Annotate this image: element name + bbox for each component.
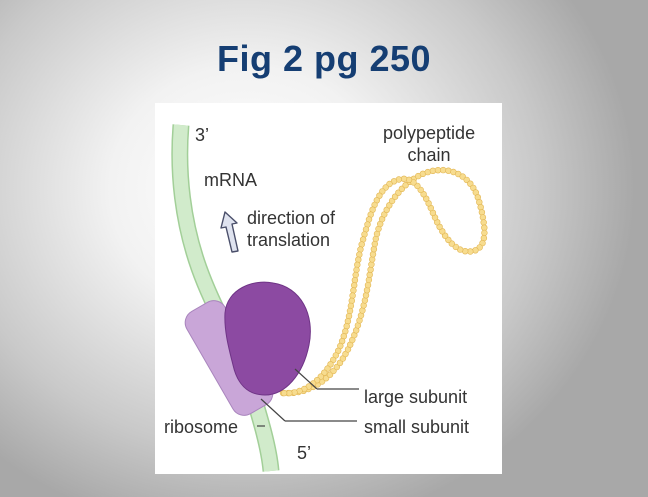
polypeptide-bead [478, 209, 486, 216]
polypeptide-bead [280, 389, 288, 397]
direction-arrow-icon [220, 211, 239, 253]
polypeptide-bead [481, 229, 488, 237]
polypeptide-bead [333, 363, 341, 371]
polypeptide-bead [371, 240, 379, 248]
leader-line-small-subunit [260, 398, 286, 422]
label-small-subunit: small subunit [364, 417, 470, 437]
polypeptide-chain [279, 166, 488, 397]
polypeptide-bead [440, 166, 447, 174]
polypeptide-bead [361, 297, 369, 304]
polypeptide-bead [370, 246, 378, 253]
polypeptide-bead [480, 219, 487, 226]
large-subunit [224, 281, 311, 396]
polypeptide-bead [345, 312, 353, 320]
polypeptide-bead [356, 251, 363, 258]
label-large-subunit: large subunit [364, 387, 468, 407]
leader-line-large-subunit [294, 368, 318, 390]
polypeptide-bead [346, 307, 354, 315]
label-ribosome: ribosome [164, 417, 239, 437]
polypeptide-bead [349, 292, 356, 299]
polypeptide-bead [400, 175, 408, 183]
polypeptide-bead [351, 282, 358, 289]
label-direction-of-translation: direction of translation [247, 208, 336, 250]
figure-panel: 3’ polypeptide chain mRNA direction of t… [155, 103, 502, 474]
leader-lines [257, 368, 359, 427]
label-mrna: mRNA [204, 170, 257, 190]
polypeptide-bead [352, 271, 359, 279]
polypeptide-bead [357, 246, 364, 253]
polypeptide-bead [291, 389, 298, 396]
polypeptide-bead [355, 256, 362, 263]
translation-diagram [171, 124, 488, 472]
label-three-prime: 3’ [195, 125, 210, 145]
polypeptide-bead [364, 281, 372, 289]
polypeptide-bead [362, 292, 370, 299]
label-polypeptide-chain: polypeptide chain [383, 123, 476, 165]
polypeptide-bead [327, 361, 334, 368]
label-five-prime: 5’ [297, 443, 312, 463]
polypeptide-bead [402, 181, 409, 189]
polypeptide-bead [367, 266, 374, 273]
polypeptide-bead [363, 287, 371, 294]
slide-title: Fig 2 pg 250 [216, 38, 432, 79]
